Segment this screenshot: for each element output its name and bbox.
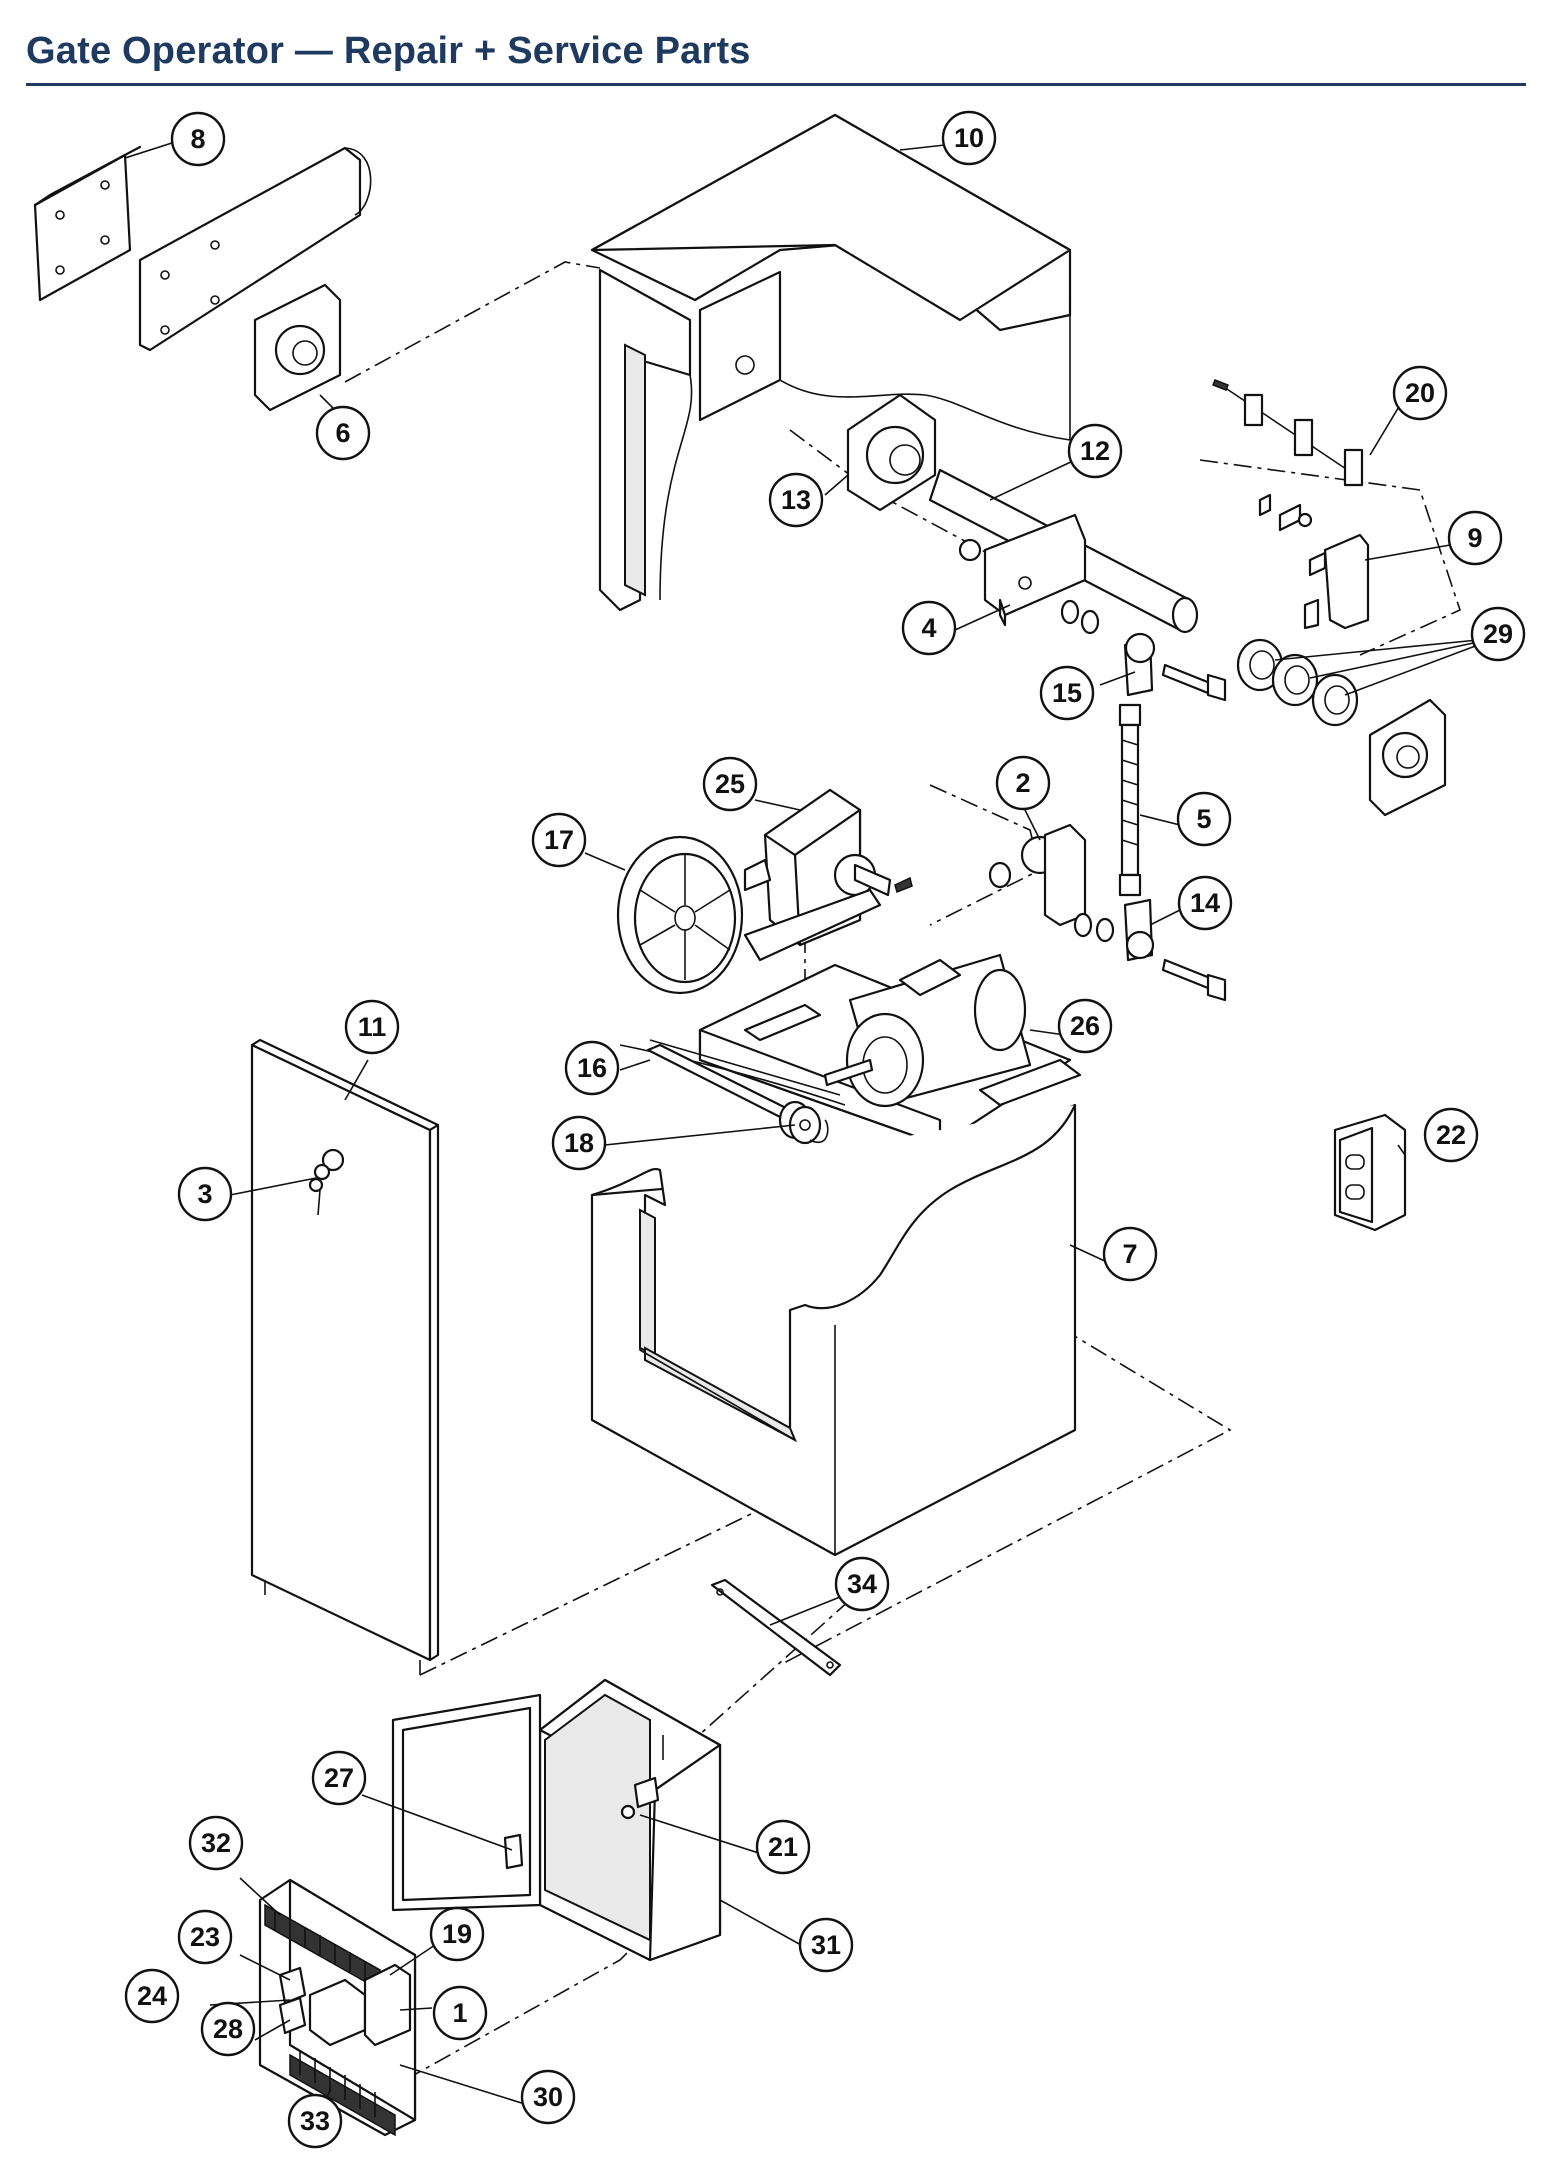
callout-22: 22 — [1423, 1107, 1479, 1163]
callout-5: 5 — [1176, 791, 1232, 847]
callout-12: 12 — [1067, 423, 1123, 479]
callout-34: 34 — [834, 1556, 890, 1612]
part-5-threaded-rod — [1118, 703, 1142, 897]
callout-4: 4 — [901, 600, 957, 656]
part-15-rod-end — [1123, 632, 1227, 702]
svg-text:20: 20 — [1405, 378, 1435, 408]
svg-text:29: 29 — [1483, 619, 1513, 649]
callout-11: 11 — [344, 999, 400, 1055]
svg-text:14: 14 — [1190, 888, 1220, 918]
part-11-door-panel — [250, 1038, 440, 1675]
part-10-upper-housing — [590, 113, 1072, 612]
callout-23: 23 — [177, 1909, 233, 1965]
part-8-bracket — [33, 145, 142, 302]
svg-text:28: 28 — [213, 2014, 243, 2044]
svg-text:9: 9 — [1467, 523, 1482, 553]
svg-text:5: 5 — [1196, 804, 1211, 834]
callout-8: 8 — [170, 111, 226, 167]
callout-17: 17 — [531, 812, 587, 868]
part-18-idler-pulley — [778, 1100, 829, 1145]
part-4-bracket — [958, 513, 1087, 627]
callout-13: 13 — [768, 472, 824, 528]
part-7-lower-housing — [590, 1103, 1077, 1557]
part-29-collars — [1236, 638, 1447, 817]
callout-2: 2 — [995, 755, 1051, 811]
callout-9: 9 — [1447, 510, 1503, 566]
callout-25: 25 — [702, 756, 758, 812]
title-divider — [26, 83, 1526, 86]
svg-text:1: 1 — [452, 1998, 467, 2028]
part-14-rod-end — [1123, 898, 1227, 1002]
svg-text:6: 6 — [335, 418, 350, 448]
callout-6: 6 — [315, 405, 371, 461]
part-22-outlet — [1333, 1113, 1407, 1232]
svg-text:18: 18 — [564, 1128, 594, 1158]
callout-10: 10 — [941, 110, 997, 166]
svg-text:19: 19 — [442, 1919, 472, 1949]
part-6-arm-assembly — [138, 146, 372, 412]
svg-text:17: 17 — [544, 825, 574, 855]
callout-21: 21 — [755, 1819, 811, 1875]
callout-14: 14 — [1177, 875, 1233, 931]
svg-text:16: 16 — [577, 1053, 607, 1083]
callout-1: 1 — [432, 1985, 488, 2041]
svg-text:33: 33 — [300, 2106, 330, 2136]
svg-text:12: 12 — [1080, 436, 1110, 466]
part-3-keys — [308, 1163, 331, 1216]
svg-text:31: 31 — [811, 1930, 841, 1960]
callout-33: 33 — [287, 2093, 343, 2149]
washers-near-4 — [1060, 599, 1100, 635]
callout-15: 15 — [1039, 665, 1095, 721]
svg-text:25: 25 — [715, 769, 745, 799]
page-title: Gate Operator — Repair + Service Parts — [26, 30, 751, 72]
svg-text:22: 22 — [1436, 1120, 1466, 1150]
callout-31: 31 — [798, 1917, 854, 1973]
svg-text:15: 15 — [1052, 678, 1082, 708]
svg-text:11: 11 — [358, 1012, 387, 1042]
callout-7: 7 — [1102, 1226, 1158, 1282]
svg-text:10: 10 — [954, 123, 984, 153]
svg-text:4: 4 — [921, 613, 936, 643]
svg-text:13: 13 — [781, 485, 811, 515]
callout-27: 27 — [311, 1750, 367, 1806]
callout-24: 24 — [124, 1968, 180, 2024]
callout-18: 18 — [551, 1115, 607, 1171]
part-21-terminal — [620, 1776, 660, 1820]
part-13-flange-bearing — [846, 393, 937, 512]
svg-text:21: 21 — [768, 1832, 798, 1862]
callout-26: 26 — [1057, 998, 1113, 1054]
svg-text:8: 8 — [190, 124, 205, 154]
svg-text:34: 34 — [847, 1569, 877, 1599]
svg-text:24: 24 — [137, 1981, 167, 2011]
callout-20: 20 — [1392, 365, 1448, 421]
callout-29: 29 — [1470, 606, 1526, 662]
part-30-control-board — [258, 1878, 417, 2137]
svg-text:26: 26 — [1070, 1011, 1100, 1041]
part-31-electrical-box — [391, 1678, 722, 1962]
part-26-motor — [619, 953, 1082, 1147]
part-27-latch — [503, 1833, 524, 1870]
callout-16: 16 — [564, 1040, 620, 1096]
callout-28: 28 — [200, 2001, 256, 2057]
part-2-sprocket — [988, 823, 1115, 943]
svg-text:23: 23 — [190, 1922, 220, 1952]
callout-19: 19 — [429, 1906, 485, 1962]
svg-text:32: 32 — [201, 1828, 231, 1858]
callout-30: 30 — [520, 2069, 576, 2125]
svg-text:3: 3 — [197, 1179, 212, 1209]
part-17-pulley — [616, 835, 744, 995]
part-34-plate — [710, 1578, 842, 1677]
svg-text:27: 27 — [324, 1763, 354, 1793]
part-20-limit-switches — [1212, 379, 1364, 487]
svg-text:30: 30 — [533, 2082, 563, 2112]
callout-32: 32 — [188, 1815, 244, 1871]
part-9-switch-bracket — [1258, 493, 1370, 630]
svg-text:2: 2 — [1015, 768, 1030, 798]
svg-text:7: 7 — [1122, 1239, 1137, 1269]
callout-3: 3 — [177, 1166, 233, 1222]
